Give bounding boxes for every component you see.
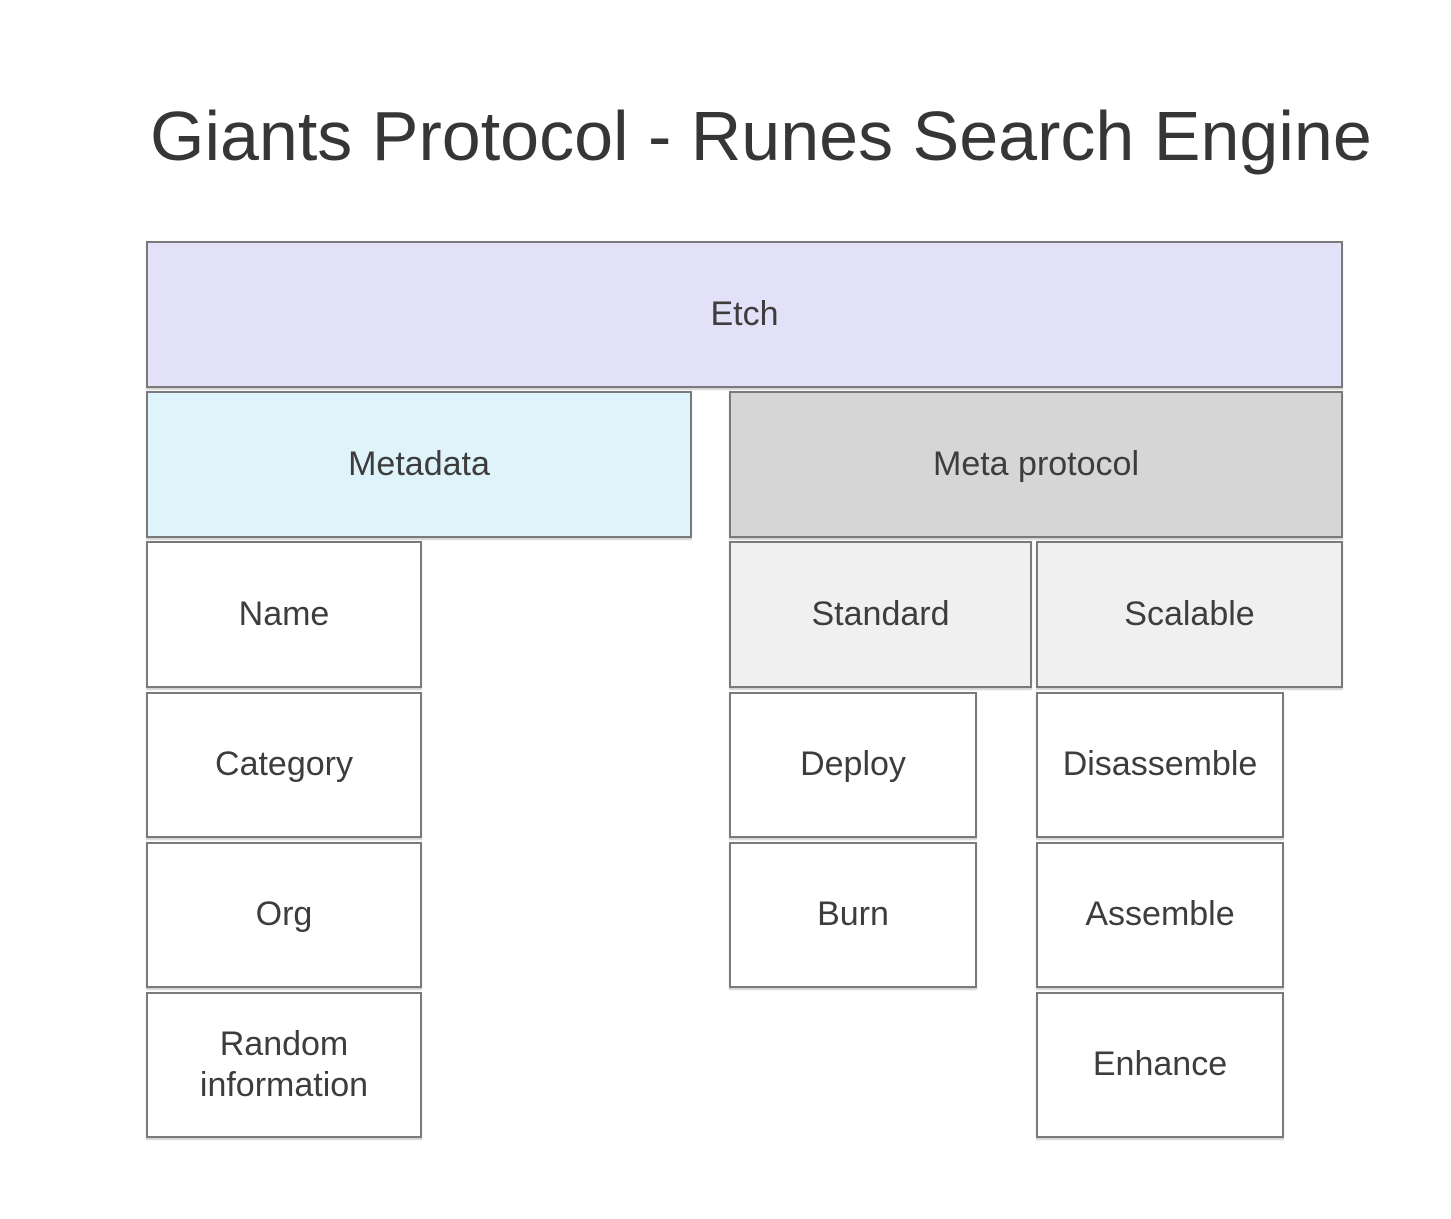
node-etch[interactable]: Etch <box>146 241 1343 388</box>
node-scalable-label: Scalable <box>1124 594 1255 633</box>
node-deploy[interactable]: Deploy <box>729 692 977 838</box>
node-assemble-label: Assemble <box>1085 895 1235 934</box>
node-etch-label: Etch <box>710 294 779 333</box>
node-enhance[interactable]: Enhance <box>1036 992 1284 1138</box>
node-disassemble[interactable]: Disassemble <box>1036 692 1284 838</box>
diagram-title: Giants Protocol - Runes Search Engine <box>150 97 1372 175</box>
node-standard[interactable]: Standard <box>729 541 1032 688</box>
node-metadata-label: Metadata <box>348 444 490 483</box>
node-standard-label: Standard <box>811 594 950 633</box>
node-meta-protocol[interactable]: Meta protocol <box>729 391 1343 538</box>
node-meta-protocol-label: Meta protocol <box>933 444 1139 483</box>
node-random-information[interactable]: Random information <box>146 992 422 1138</box>
node-enhance-label: Enhance <box>1092 1045 1228 1084</box>
node-category-label: Category <box>215 745 353 784</box>
node-burn-label: Burn <box>817 895 889 934</box>
node-metadata[interactable]: Metadata <box>146 391 692 538</box>
node-category[interactable]: Category <box>146 692 422 838</box>
node-name-label: Name <box>238 594 330 633</box>
node-random-information-label: Random information <box>199 1024 369 1104</box>
node-org[interactable]: Org <box>146 842 422 988</box>
node-assemble[interactable]: Assemble <box>1036 842 1284 988</box>
node-name[interactable]: Name <box>146 541 422 688</box>
node-burn[interactable]: Burn <box>729 842 977 988</box>
node-disassemble-label: Disassemble <box>1062 745 1258 784</box>
node-deploy-label: Deploy <box>800 745 906 784</box>
node-org-label: Org <box>255 895 313 934</box>
node-scalable[interactable]: Scalable <box>1036 541 1343 688</box>
